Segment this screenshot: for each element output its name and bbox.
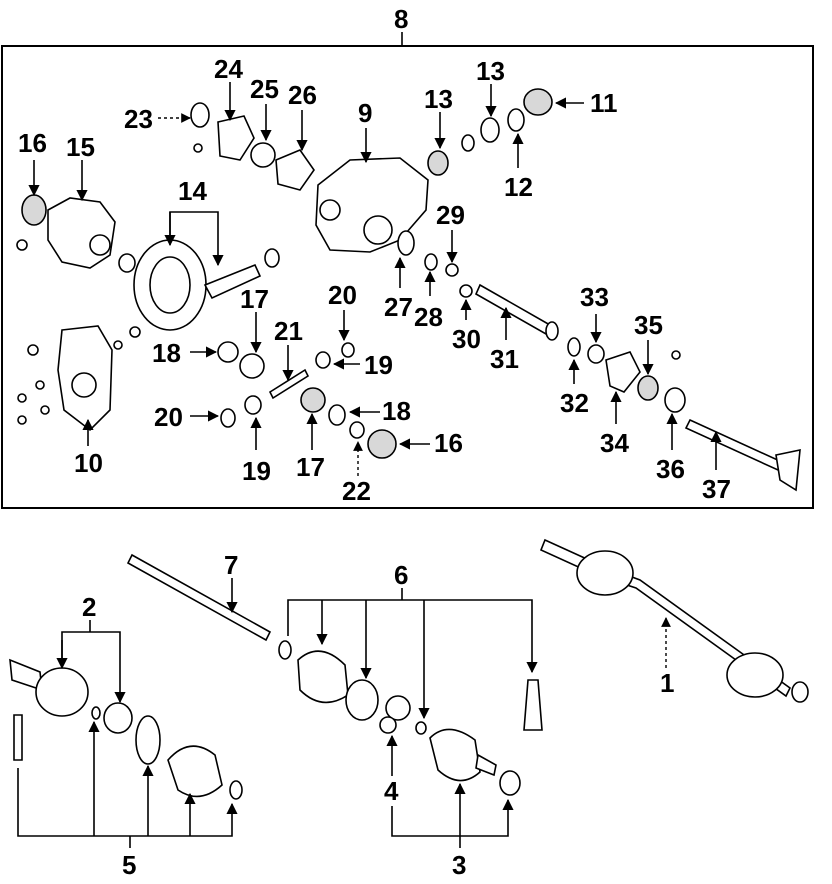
carrier-housing bbox=[315, 157, 429, 253]
callout-20-left: 20 bbox=[154, 402, 183, 432]
outer-boot bbox=[167, 745, 223, 798]
callout-35: 35 bbox=[634, 310, 663, 340]
leader-lines bbox=[17, 82, 722, 848]
callout-37: 37 bbox=[702, 474, 731, 504]
callout-14: 14 bbox=[178, 176, 207, 206]
assembly-frame bbox=[1, 45, 814, 509]
callout-25: 25 bbox=[250, 74, 279, 104]
half-shaft bbox=[126, 553, 272, 642]
callout-4: 4 bbox=[384, 776, 399, 806]
callout-29: 29 bbox=[436, 200, 465, 230]
callout-13-left: 13 bbox=[424, 84, 453, 114]
callout-labels: 8 16 15 14 23 24 25 26 9 13 13 11 12 29 … bbox=[18, 4, 731, 880]
callout-10: 10 bbox=[74, 448, 103, 478]
axle-assemblies bbox=[9, 538, 809, 800]
callout-28: 28 bbox=[414, 302, 443, 332]
side-bearing bbox=[21, 194, 47, 226]
callout-11: 11 bbox=[590, 88, 618, 118]
callout-23: 23 bbox=[124, 104, 153, 134]
callout-19-right: 19 bbox=[364, 350, 393, 380]
callout-7: 7 bbox=[224, 550, 238, 580]
callout-9: 9 bbox=[358, 98, 372, 128]
differential-parts bbox=[16, 88, 801, 492]
callout-24: 24 bbox=[214, 54, 243, 84]
callout-16-bottom: 16 bbox=[434, 428, 463, 458]
callout-30: 30 bbox=[452, 324, 481, 354]
callout-3: 3 bbox=[452, 850, 466, 880]
callout-12: 12 bbox=[504, 172, 533, 202]
tripod-spider bbox=[385, 695, 411, 721]
callout-6: 6 bbox=[394, 560, 408, 590]
callout-18-right: 18 bbox=[382, 396, 411, 426]
callout-31: 31 bbox=[490, 344, 519, 374]
callout-36: 36 bbox=[656, 454, 685, 484]
axle-shaft bbox=[684, 418, 784, 472]
bearing-bracket bbox=[605, 351, 641, 393]
callout-16-top: 16 bbox=[18, 128, 47, 158]
callout-15: 15 bbox=[66, 132, 95, 162]
callout-17-bottom: 17 bbox=[296, 452, 325, 482]
companion-flange bbox=[217, 115, 255, 161]
pinion-gear bbox=[203, 263, 262, 300]
callout-20-top: 20 bbox=[328, 280, 357, 310]
callout-32: 32 bbox=[560, 388, 589, 418]
callout-13-right: 13 bbox=[476, 56, 505, 86]
callout-8: 8 bbox=[394, 4, 408, 34]
inner-boot bbox=[297, 650, 349, 704]
callout-17-top: 17 bbox=[240, 284, 269, 314]
callout-21: 21 bbox=[274, 316, 303, 346]
inner-joint bbox=[429, 728, 481, 782]
callout-26: 26 bbox=[288, 80, 317, 110]
callout-27: 27 bbox=[384, 292, 413, 322]
callout-33: 33 bbox=[580, 282, 609, 312]
gasket bbox=[275, 149, 315, 191]
differential-case bbox=[47, 197, 116, 269]
callout-34: 34 bbox=[600, 428, 629, 458]
intermediate-shaft bbox=[474, 283, 552, 336]
callout-5: 5 bbox=[122, 850, 136, 880]
callout-2: 2 bbox=[82, 592, 96, 622]
callout-18-left: 18 bbox=[152, 338, 181, 368]
callout-1: 1 bbox=[660, 668, 674, 698]
callout-22: 22 bbox=[342, 476, 371, 506]
callout-19-bottom: 19 bbox=[242, 456, 271, 486]
